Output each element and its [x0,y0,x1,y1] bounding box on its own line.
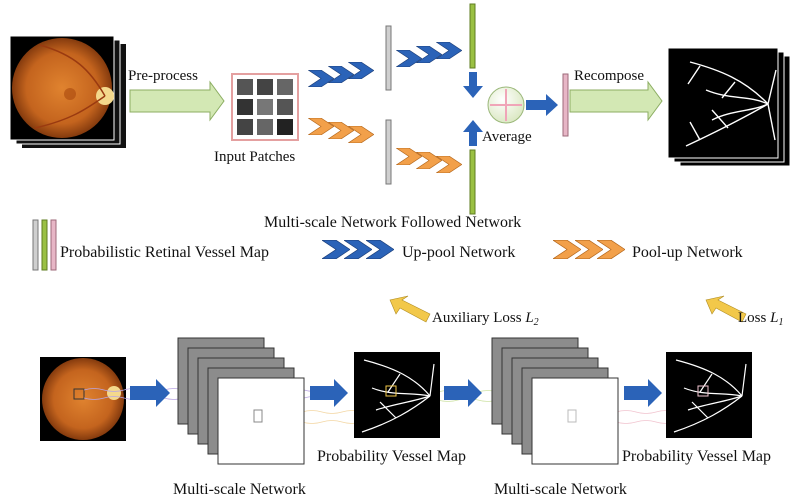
aux-loss-label: Auxiliary Loss L2 [432,310,539,328]
prob-map-bar-green-top [469,3,476,69]
bottom-arrow-2 [310,379,348,407]
preprocess-arrow [129,80,225,122]
prob-map-bar-gray-bottom [385,119,392,185]
prob-vessel-map-label-2: Probability Vessel Map [622,448,771,465]
prob-map-bar-pink [562,73,569,137]
legend-poolup-chevrons [553,240,625,259]
multiscale-network-stack-2 [491,337,619,465]
prob-map-bar-gray-top [385,25,392,91]
loss-arrow [705,295,747,323]
legend-uppool-label: Up-pool Network [402,244,515,261]
legend-bar-gray [32,219,39,271]
down-arrow-to-average [463,72,483,98]
up-arrow-to-average [463,120,483,146]
legend: Probabilistic Retinal Vessel Map Up-pool… [32,219,743,271]
output-vessel-map-stack [667,47,791,167]
bottom-arrow-1 [130,379,170,407]
multiscale-network-label-2: Multi-scale Network [494,481,627,498]
input-patches-label: Input Patches [214,149,295,165]
recompose-label: Recompose [574,68,644,84]
uppool-chevrons-top [308,42,462,87]
loss-label: Loss L1 [738,310,783,328]
prob-map-bar-green-bottom [469,149,476,215]
prob-vessel-map-label-1: Probability Vessel Map [317,448,466,465]
legend-bar-pink [50,219,57,271]
input-fundus-stack [9,35,126,148]
average-node [487,86,525,124]
bottom-input-fundus [40,357,126,441]
average-label: Average [482,129,532,145]
legend-poolup-label: Pool-up Network [632,244,743,261]
average-to-map-arrow [526,94,558,116]
multiscale-followed-caption: Multi-scale Network Followed Network [264,214,521,231]
input-patches-grid [231,73,299,141]
preprocess-label: Pre-process [128,68,198,84]
bottom-arrow-3 [444,379,482,407]
recompose-arrow [569,80,663,122]
multiscale-network-stack-1 [177,337,305,465]
legend-prob-map-label: Probabilistic Retinal Vessel Map [60,244,269,261]
multiscale-network-label-1: Multi-scale Network [173,481,306,498]
legend-uppool-chevrons [322,240,394,259]
poolup-chevrons-top [308,118,462,173]
prob-vessel-map-image-2 [666,352,752,438]
prob-vessel-map-image-1 [354,352,440,438]
aux-loss-arrow [389,295,431,323]
legend-bar-green [41,219,48,271]
bottom-arrow-4 [624,379,662,407]
